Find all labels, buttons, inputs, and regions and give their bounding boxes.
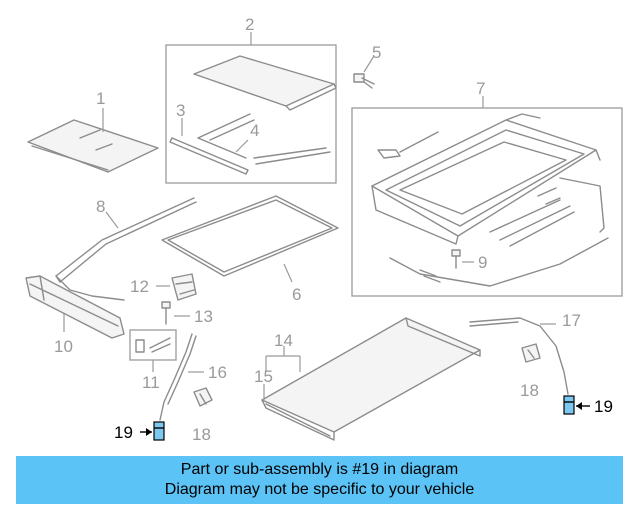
callout-3: 3 — [176, 101, 185, 120]
callout-19-right: 19 — [594, 397, 613, 416]
callout-17: 17 — [562, 311, 581, 330]
callout-6: 6 — [292, 285, 301, 304]
assembly-box-7 — [351, 107, 623, 297]
part-15-panel: 15 — [254, 367, 273, 400]
part-2-sunshade — [193, 55, 337, 111]
part-9-bolt: 9 — [451, 249, 487, 272]
callout-18-left: 18 — [192, 425, 211, 444]
part-18-clip-right: 18 — [520, 343, 541, 400]
banner-line-2: Diagram may not be specific to your vehi… — [164, 481, 475, 498]
callout-16: 16 — [208, 363, 227, 382]
part-16-drain-hose: 16 — [159, 333, 227, 421]
callout-2: 2 — [245, 15, 254, 34]
part-17-drain-hose: 17 — [469, 311, 581, 395]
callout-10: 10 — [54, 337, 73, 356]
callout-12: 12 — [130, 277, 149, 296]
part-19-left: 19 — [114, 421, 165, 442]
part-3-seal: 3 — [169, 101, 249, 175]
callout-19-left: 19 — [114, 423, 133, 442]
part-11-clips — [135, 337, 171, 353]
part-8-weatherstrip: 8 — [55, 197, 197, 301]
part-10-deflector: 10 — [25, 275, 125, 356]
info-banner: Part or sub-assembly is #19 in diagram D… — [16, 456, 623, 504]
part-12-bracket: 12 — [130, 273, 197, 301]
banner-line-1: Part or sub-assembly is #19 in diagram — [180, 461, 459, 478]
callout-7: 7 — [476, 79, 485, 98]
callout-1: 1 — [96, 89, 105, 108]
callout-4: 4 — [250, 121, 259, 140]
callout-13: 13 — [194, 307, 213, 326]
part-7-frame — [371, 113, 609, 287]
part-18-clip-left: 18 — [192, 387, 213, 444]
part-1-glass: 1 — [27, 89, 159, 173]
callout-14: 14 — [274, 331, 293, 350]
part-19-right: 19 — [563, 395, 613, 416]
callout-9: 9 — [478, 253, 487, 272]
part-13-screw: 13 — [161, 301, 213, 326]
callout-5: 5 — [372, 43, 381, 62]
part-4-guide: 4 — [197, 113, 331, 165]
callout-15: 15 — [254, 367, 273, 386]
callout-8: 8 — [96, 197, 105, 216]
callout-11: 11 — [142, 373, 160, 392]
part-5-bolt: 5 — [353, 43, 381, 89]
part-6-seal-ring: 6 — [161, 195, 339, 304]
part-14-sunshade: 14 — [261, 317, 481, 441]
callout-18-right: 18 — [520, 381, 539, 400]
